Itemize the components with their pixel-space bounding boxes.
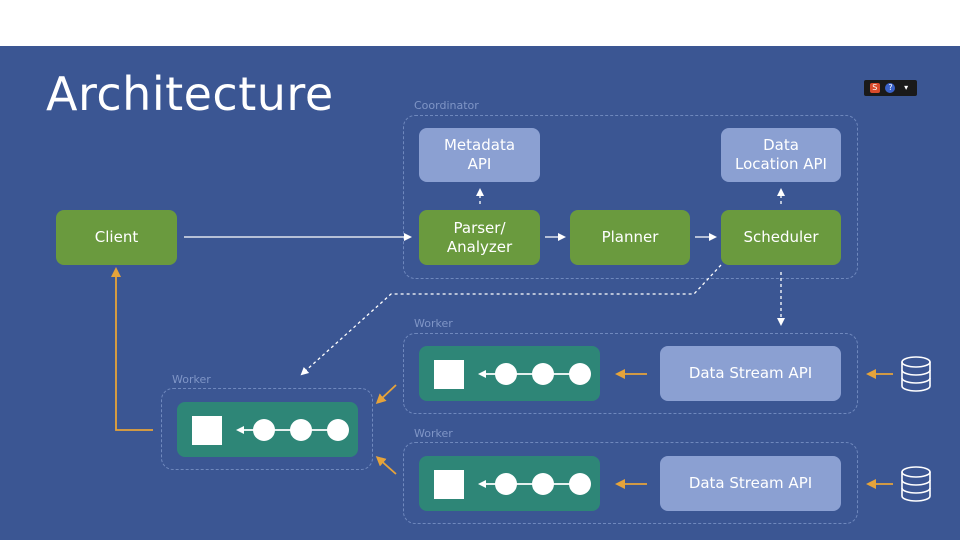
planner-box: Planner: [570, 210, 690, 265]
worker-region-2: [403, 442, 858, 524]
client-box: Client: [56, 210, 177, 265]
worker-label-1: Worker: [414, 317, 453, 330]
worker-region-3: [161, 388, 373, 470]
menu-icon[interactable]: ▾: [904, 83, 909, 92]
parser-analyzer-box: Parser/ Analyzer: [419, 210, 540, 265]
data-location-api-box: Data Location API: [721, 128, 841, 182]
database-icon-1: [901, 356, 931, 392]
presentation-toolbar[interactable]: S ? ▾: [864, 80, 917, 96]
scheduler-box: Scheduler: [721, 210, 841, 265]
help-icon[interactable]: ?: [885, 83, 896, 93]
coordinator-label: Coordinator: [414, 99, 479, 112]
arrow-worker2-to-worker3: [375, 456, 397, 475]
s-logo-icon[interactable]: S: [869, 83, 880, 93]
worker-label-2: Worker: [414, 427, 453, 440]
diagram-connectors: [111, 188, 931, 502]
pipeline-icon-2: [434, 470, 591, 499]
slide: Architecture S ? ▾ Coordinator Metadata …: [0, 46, 960, 540]
pipeline-icon-1: [434, 360, 591, 389]
coordinator-region: [403, 115, 858, 279]
metadata-api-box: Metadata API: [419, 128, 540, 182]
worker-region-1: [403, 333, 858, 414]
arrow-worker1-to-worker3: [375, 384, 397, 405]
data-stream-api-box-2: Data Stream API: [660, 456, 841, 511]
arrow-scheduler-to-worker3: [300, 264, 722, 376]
database-icon-2: [901, 466, 931, 502]
worker-label-3: Worker: [172, 373, 211, 386]
slide-title: Architecture: [46, 67, 334, 121]
data-stream-api-box-1: Data Stream API: [660, 346, 841, 401]
pipeline-icon-3: [192, 416, 349, 445]
arrow-worker3-to-client: [111, 267, 153, 431]
